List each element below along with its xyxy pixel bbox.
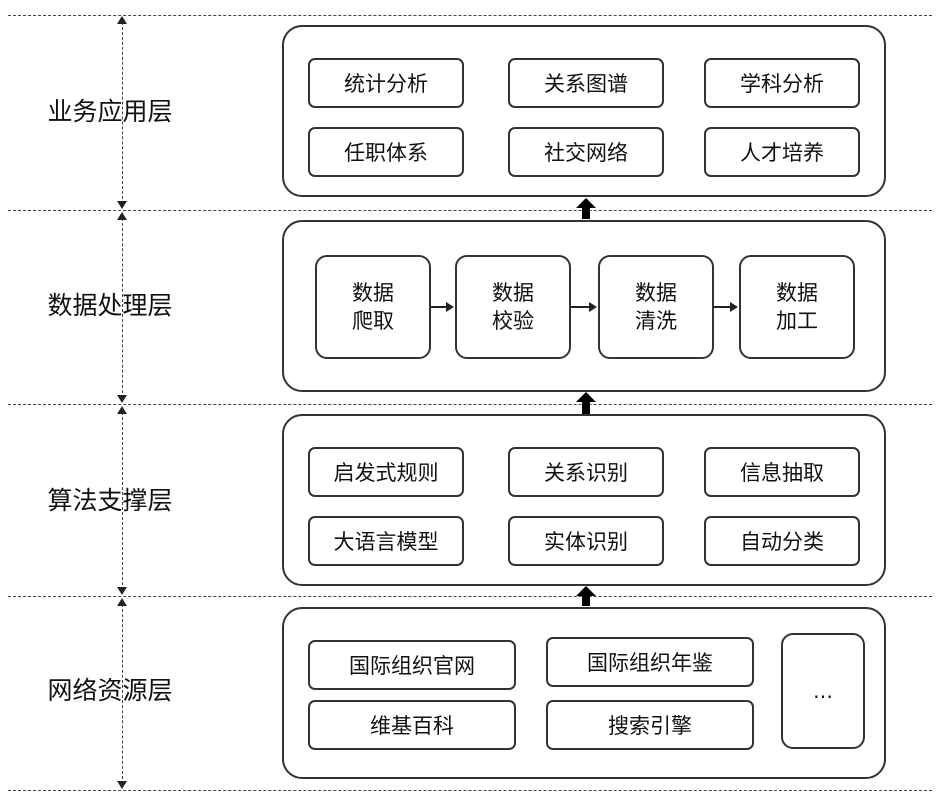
layer-label-application: 业务应用层: [47, 97, 173, 126]
arrowhead-up-icon: [117, 406, 127, 414]
arrowhead-down-icon: [117, 781, 127, 789]
flow-arrow: [571, 306, 590, 308]
resources-layer-panel: 国际组织官网 国际组织年鉴 维基百科 搜索引擎 …: [282, 607, 886, 779]
layer-span-3: [122, 412, 123, 590]
step-line: 加工: [776, 309, 818, 333]
step-line: 数据: [352, 281, 394, 305]
module-box: 人才培养: [704, 127, 860, 177]
separator-2: [8, 404, 932, 405]
step-line: 数据: [635, 281, 677, 305]
arrowhead-down-icon: [117, 395, 127, 403]
flow-arrow: [431, 306, 447, 308]
step-line: 校验: [492, 309, 534, 333]
resource-box: 搜索引擎: [546, 700, 754, 750]
separator-3: [8, 596, 932, 597]
algorithm-layer-panel: 启发式规则 关系识别 信息抽取 大语言模型 实体识别 自动分类: [282, 414, 886, 586]
module-box: 信息抽取: [704, 447, 860, 497]
step-line: 清洗: [635, 309, 677, 333]
arrowhead-up-icon: [117, 598, 127, 606]
flow-arrow: [714, 306, 731, 308]
module-box: 大语言模型: [308, 516, 464, 566]
resource-box: 维基百科: [308, 700, 516, 750]
process-step-box: 数据校验: [455, 255, 571, 359]
resource-box: 国际组织年鉴: [546, 637, 754, 687]
arrow-right-icon: [730, 302, 738, 312]
layer-span-4: [122, 604, 123, 784]
module-box: 启发式规则: [308, 447, 464, 497]
step-line: 爬取: [352, 309, 394, 333]
module-box: 任职体系: [308, 127, 464, 177]
layer-span-2: [122, 218, 123, 398]
module-box: 关系图谱: [508, 58, 664, 108]
layer-label-processing: 数据处理层: [47, 291, 173, 320]
layer-label-algorithm: 算法支撑层: [47, 486, 173, 515]
module-box: 关系识别: [508, 447, 664, 497]
arrowhead-down-icon: [117, 587, 127, 595]
layer-label-resources: 网络资源层: [47, 676, 173, 705]
layer-span-1: [122, 22, 123, 204]
module-box: 学科分析: [704, 58, 860, 108]
arrow-right-icon: [589, 302, 597, 312]
arrow-right-icon: [446, 302, 454, 312]
module-box: 实体识别: [508, 516, 664, 566]
step-line: 数据: [492, 281, 534, 305]
step-line: 数据: [776, 281, 818, 305]
process-step-box: 数据爬取: [315, 255, 431, 359]
processing-layer-panel: 数据爬取 数据校验 数据清洗 数据加工: [282, 220, 886, 392]
separator-bottom: [8, 790, 932, 791]
module-box: 自动分类: [704, 516, 860, 566]
application-layer-panel: 统计分析 关系图谱 学科分析 任职体系 社交网络 人才培养: [282, 25, 886, 197]
process-step-box: 数据加工: [739, 255, 855, 359]
process-step-box: 数据清洗: [598, 255, 714, 359]
module-box: 社交网络: [508, 127, 664, 177]
separator-top: [8, 15, 932, 16]
resource-box: 国际组织官网: [308, 640, 516, 690]
module-box: 统计分析: [308, 58, 464, 108]
arrowhead-up-icon: [117, 16, 127, 24]
arrowhead-up-icon: [117, 212, 127, 220]
more-resources-box: …: [781, 633, 865, 749]
arrowhead-down-icon: [117, 201, 127, 209]
separator-1: [8, 210, 932, 211]
